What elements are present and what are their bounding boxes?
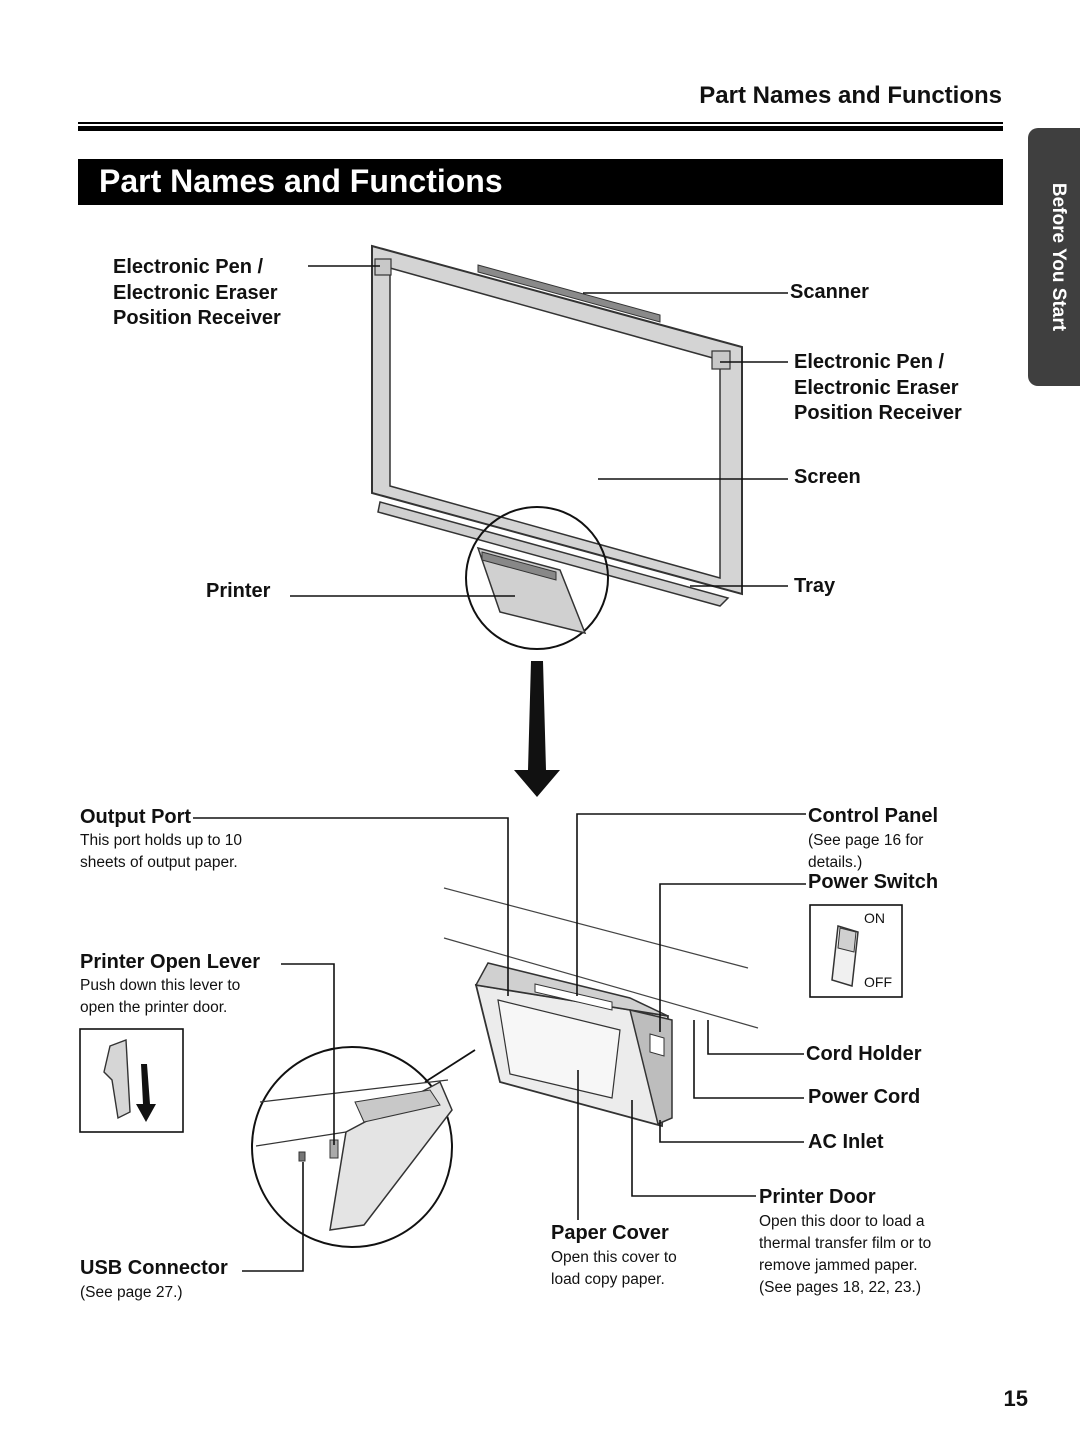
whiteboard-illustration: [371, 244, 743, 650]
desc-line: open the printer door.: [80, 999, 228, 1016]
printer-zoom-circle: [465, 506, 609, 650]
desc-line: details.): [808, 854, 863, 871]
label-control-panel: Control Panel: [808, 805, 939, 827]
label-line: Electronic Eraser: [794, 376, 959, 399]
desc-printer-open-lever: Push down this lever to open the printer…: [80, 975, 240, 1019]
printer-detail-illustration: [79, 887, 903, 1248]
label-paper-cover: Paper Cover: [551, 1222, 669, 1244]
lever-inset-box: [79, 1028, 184, 1133]
label-output-port: Output Port: [80, 806, 192, 828]
label-pen-receiver-left: Electronic Pen / Electronic Eraser Posit…: [113, 255, 281, 332]
small-printer-illustration: [476, 546, 587, 635]
section-banner: Part Names and Functions: [78, 159, 1003, 205]
label-scanner: Scanner: [790, 281, 869, 303]
desc-line: Push down this lever to: [80, 977, 241, 994]
page-number: 15: [1003, 1386, 1028, 1411]
lever-zoom-circle: [251, 1046, 453, 1248]
desc-control-panel: (See page 16 for details.): [808, 830, 923, 874]
pen-receiver-right-illustration: [711, 350, 731, 370]
label-screen: Screen: [794, 466, 861, 488]
down-arrow: [514, 661, 560, 797]
label-pen-receiver-right: Electronic Pen / Electronic Eraser Posit…: [794, 350, 962, 427]
desc-line: Open this door to load a: [759, 1213, 925, 1230]
header-rule-thick: [78, 126, 1003, 131]
desc-line: (See page 16 for: [808, 832, 924, 849]
label-line: Electronic Pen /: [113, 256, 264, 278]
header-rule-thin: [78, 122, 1003, 124]
label-tray: Tray: [794, 575, 836, 597]
desc-output-port: This port holds up to 10 sheets of outpu…: [80, 830, 242, 874]
desc-line: Open this cover to: [551, 1249, 677, 1266]
desc-line: thermal transfer film or to: [759, 1235, 932, 1252]
label-line: Position Receiver: [113, 307, 281, 329]
desc-line: sheets of output paper.: [80, 854, 238, 871]
label-printer: Printer: [206, 580, 271, 602]
label-power-cord: Power Cord: [808, 1086, 921, 1108]
desc-line: load copy paper.: [551, 1271, 665, 1288]
label-cord-holder: Cord Holder: [806, 1043, 922, 1065]
pen-receiver-left-illustration: [374, 258, 392, 276]
label-line: Electronic Pen /: [794, 351, 945, 373]
power-switch-off-label: OFF: [864, 974, 892, 990]
running-header-title: Part Names and Functions: [699, 82, 1002, 109]
label-power-switch: Power Switch: [808, 871, 939, 893]
label-printer-open-lever: Printer Open Lever: [80, 951, 261, 973]
desc-printer-door: Open this door to load a thermal transfe…: [759, 1211, 931, 1299]
desc-line: remove jammed paper.: [759, 1257, 918, 1274]
desc-line: This port holds up to 10: [80, 832, 242, 849]
desc-line: (See pages 18, 22, 23.): [759, 1279, 922, 1296]
tray-illustration: [377, 501, 730, 607]
label-line: Position Receiver: [794, 402, 962, 424]
label-printer-door: Printer Door: [759, 1186, 876, 1208]
power-switch-on-label: ON: [864, 910, 885, 926]
desc-usb-connector: (See page 27.): [80, 1284, 183, 1301]
label-line: Electronic Eraser: [113, 281, 278, 304]
side-tab-before-you-start[interactable]: Before You Start: [1028, 128, 1080, 386]
label-ac-inlet: AC Inlet: [808, 1131, 884, 1153]
label-usb-connector: USB Connector: [80, 1257, 228, 1279]
desc-paper-cover: Open this cover to load copy paper.: [551, 1247, 677, 1291]
section-title: Part Names and Functions: [99, 163, 503, 199]
